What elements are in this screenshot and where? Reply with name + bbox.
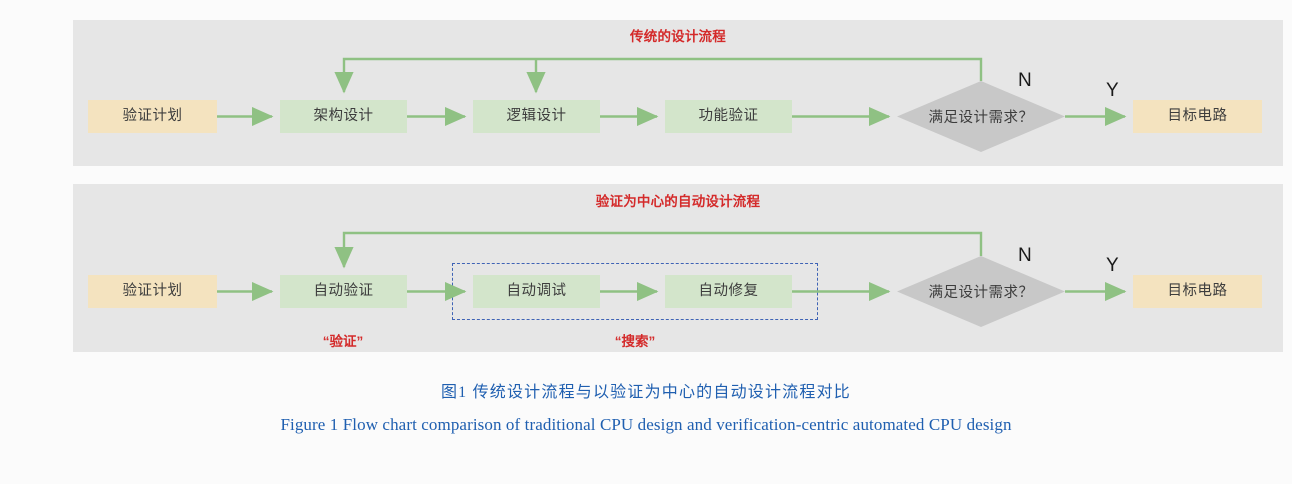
- node-verification-plan-traditional[interactable]: 验证计划: [88, 100, 217, 133]
- decision-meets-design-requirements-traditional[interactable]: 满足设计需求？: [897, 81, 1065, 152]
- diamond-shape: [897, 256, 1065, 327]
- node-automatic-verification[interactable]: 自动验证: [280, 275, 407, 308]
- node-automatic-debug[interactable]: 自动调试: [473, 275, 600, 308]
- branch-label-yes-traditional: Y: [1106, 80, 1119, 101]
- panel-automated-title: 验证为中心的自动设计流程: [595, 194, 761, 209]
- node-architecture-design[interactable]: 架构设计: [280, 100, 407, 133]
- figure-caption-chinese: 图1 传统设计流程与以验证为中心的自动设计流程对比: [440, 384, 851, 401]
- diamond-shape: [897, 81, 1065, 152]
- panel-traditional-title: 传统的设计流程: [630, 29, 726, 44]
- decision-meets-design-requirements-automated[interactable]: 满足设计需求？: [897, 256, 1065, 327]
- panel-traditional-flow: [73, 20, 1283, 166]
- branch-label-no-automated: N: [1018, 245, 1032, 266]
- decision-label: 满足设计需求？: [928, 285, 1034, 301]
- node-verification-plan-automated[interactable]: 验证计划: [88, 275, 217, 308]
- node-target-circuit-traditional[interactable]: 目标电路: [1133, 100, 1262, 133]
- panel-automated-flow: [73, 184, 1283, 352]
- node-automatic-repair[interactable]: 自动修复: [665, 275, 792, 308]
- group-label-search: “搜索”: [614, 334, 656, 349]
- group-label-verification: “验证”: [322, 334, 364, 349]
- branch-label-yes-automated: Y: [1106, 255, 1119, 276]
- node-logic-design[interactable]: 逻辑设计: [473, 100, 600, 133]
- node-functional-verification[interactable]: 功能验证: [665, 100, 792, 133]
- figure-caption-english: Figure 1 Flow chart comparison of tradit…: [280, 415, 1012, 434]
- node-target-circuit-automated[interactable]: 目标电路: [1133, 275, 1262, 308]
- branch-label-no-traditional: N: [1018, 70, 1032, 91]
- decision-label: 满足设计需求？: [928, 110, 1034, 126]
